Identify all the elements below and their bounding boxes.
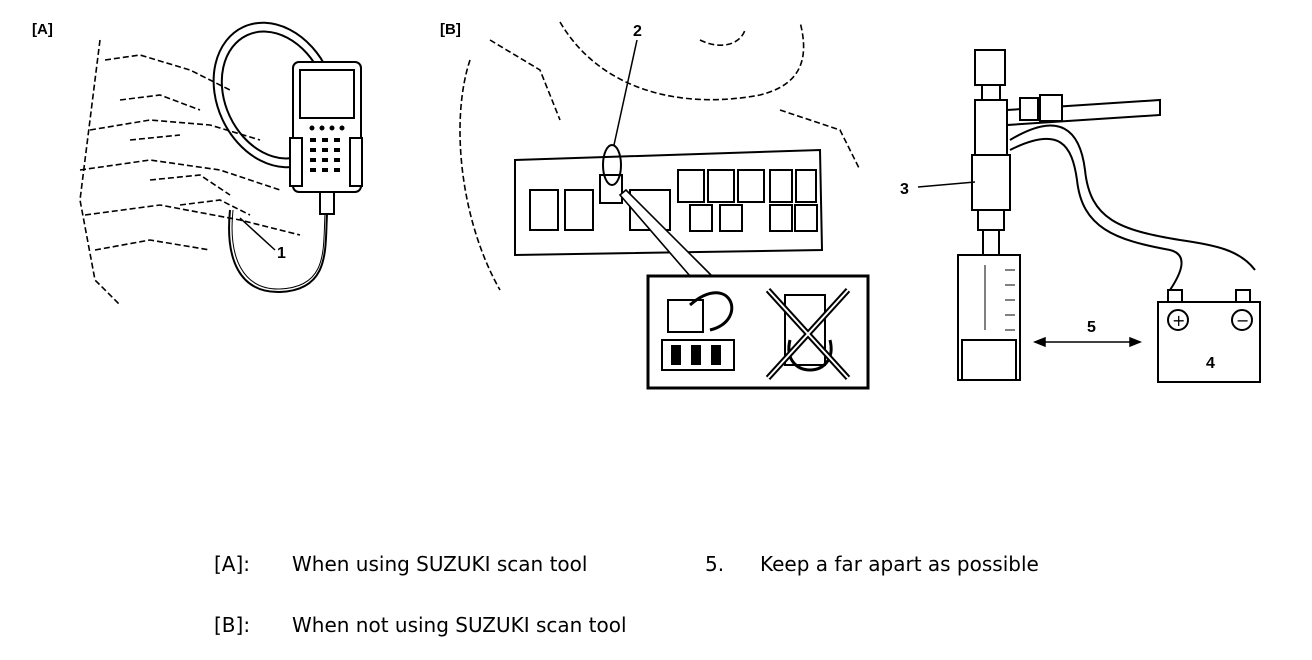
jumper-wire-loop	[602, 144, 622, 186]
scan-tool	[289, 61, 363, 215]
panel-b-label: [B]	[440, 21, 461, 38]
callout-3-leader	[917, 181, 976, 188]
engine-bay-outline	[459, 21, 861, 291]
callout-2: 2	[633, 23, 642, 40]
fuse-relay-box	[514, 148, 824, 257]
callout-4: 4	[1206, 355, 1215, 372]
panel-a-illustration	[79, 39, 301, 306]
legend-text-b: When not using SUZUKI scan tool	[292, 613, 627, 637]
legend-text-a: When using SUZUKI scan tool	[292, 552, 588, 576]
legend-text-5: Keep a far apart as possible	[760, 552, 1039, 576]
fuel-line-assembly	[971, 49, 1161, 256]
callout-3: 3	[900, 181, 909, 198]
battery	[1157, 289, 1261, 383]
callout-1: 1	[277, 245, 286, 262]
legend-key-a: [A]:	[214, 552, 251, 576]
callout-5: 5	[1087, 319, 1096, 336]
legend-key-5: 5.	[705, 552, 725, 576]
callout-1-leader	[239, 217, 276, 251]
scan-tool-cable	[228, 209, 328, 294]
wrong-connection-crossed	[765, 287, 851, 381]
distance-arrow	[1032, 336, 1143, 348]
callout-2-leader	[613, 39, 638, 146]
graduated-cylinder	[957, 254, 1021, 381]
injector-wires	[1009, 124, 1256, 291]
battery-minus-symbol: −	[1236, 311, 1249, 330]
battery-plus-symbol: +	[1172, 311, 1185, 330]
connector-detail-inset	[646, 274, 870, 390]
legend-key-b: [B]:	[214, 613, 251, 637]
correct-connection	[661, 291, 735, 371]
panel-a-label: [A]	[32, 21, 53, 38]
